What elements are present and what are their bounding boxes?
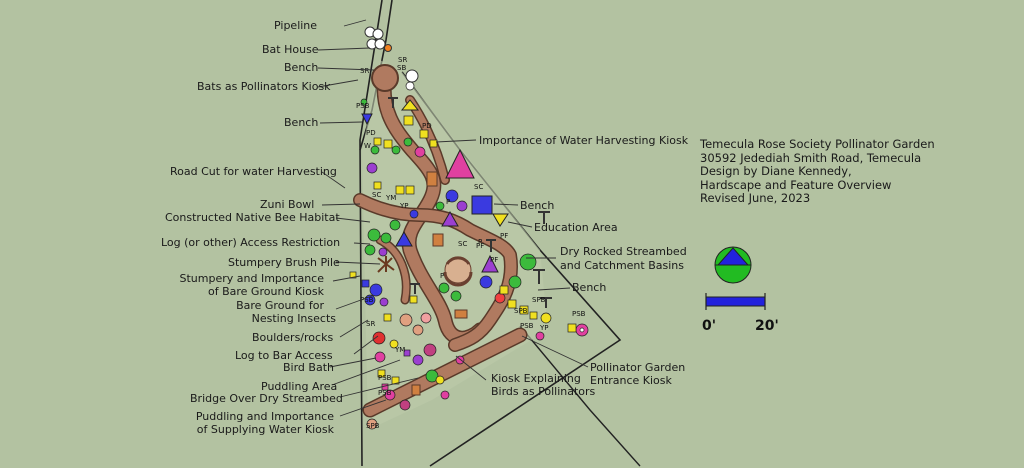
svg-text:YP: YP [399, 202, 409, 210]
svg-text:SR: SR [366, 320, 375, 328]
label-bridge: Bridge Over Dry Streambed [190, 392, 343, 405]
svg-text:PSB: PSB [360, 296, 374, 304]
label-zuni-bowl: Zuni Bowl [260, 198, 315, 211]
label-puddling-area: Puddling Area [261, 380, 338, 393]
education-area [471, 195, 509, 227]
label-pipeline: Pipeline [274, 19, 318, 32]
label-bat-house: Bat House [262, 43, 319, 56]
label-stumpery-kiosk-2: of Bare Ground Kiosk [208, 285, 324, 298]
stumpery-icon [377, 256, 395, 273]
label-native-bee: Constructed Native Bee Habitat [165, 211, 340, 224]
svg-text:PF: PF [476, 242, 484, 250]
svg-text:PSB: PSB [378, 374, 392, 382]
title-line-1: Temecula Rose Society Pollinator Garden [700, 137, 935, 151]
label-puddling-kiosk-1: Puddling and Importance [195, 410, 334, 423]
title-line-5: Revised June, 2023 [700, 191, 811, 206]
label-boulders: Boulders/rocks [252, 331, 334, 344]
svg-text:SC: SC [372, 191, 381, 199]
title-block: Temecula Rose Society Pollinator Garden … [700, 137, 935, 206]
label-bench-right: Bench [520, 199, 555, 212]
label-bats-kiosk: Bats as Pollinators Kiosk [197, 80, 331, 93]
label-puddling-kiosk-2: of Supplying Water Kiosk [196, 423, 334, 436]
label-bare-ground-2: Nesting Insects [251, 312, 336, 325]
scale-bar [705, 293, 766, 310]
svg-text:PSB: PSB [520, 322, 534, 330]
scale-end-label: 20' [755, 318, 779, 334]
svg-text:W: W [364, 142, 371, 150]
svg-text:SR: SR [360, 67, 369, 75]
plant-squares [349, 115, 577, 391]
label-stumpery-brush: Stumpery Brush Pile [228, 256, 340, 269]
title-line-4: Hardscape and Feature Overview [700, 177, 892, 192]
svg-text:P: P [440, 272, 444, 280]
label-water-kiosk: Importance of Water Harvesting Kiosk [479, 134, 689, 147]
svg-text:PF: PF [500, 232, 508, 240]
label-log-bar: Log to Bar Access [235, 349, 333, 362]
svg-text:SR: SR [398, 56, 407, 64]
amphitheater [443, 256, 473, 287]
scale-start-label: 0' [702, 318, 717, 334]
label-bench-top: Bench [284, 61, 319, 74]
svg-text:PSB: PSB [356, 102, 370, 110]
pipeline-icon [364, 26, 419, 83]
label-bird-bath: Bird Bath [283, 361, 334, 374]
label-birds-kiosk-1: Kiosk Explaining [491, 372, 581, 385]
label-education: Education Area [534, 221, 618, 234]
svg-text:PSB: PSB [572, 310, 586, 318]
svg-text:PD: PD [422, 122, 432, 130]
svg-text:SPB: SPB [532, 296, 546, 304]
svg-text:SB: SB [397, 64, 406, 72]
plant-codes: SR SB SR PSB PD W PD SC SC SC PF PF PF Y… [356, 56, 586, 430]
svg-text:PF: PF [490, 256, 498, 264]
svg-text:PD: PD [366, 129, 376, 137]
svg-text:P: P [478, 238, 482, 246]
svg-text:YM: YM [385, 194, 396, 202]
svg-text:P: P [446, 198, 450, 206]
label-birds-kiosk-2: Birds as Pollinators [491, 385, 596, 398]
svg-text:SC: SC [458, 240, 467, 248]
title-line-3: Design by Diane Kennedy, [700, 164, 852, 179]
svg-text:SC: SC [474, 183, 483, 191]
bench-plaza [371, 64, 399, 92]
benches-t-icons [388, 97, 552, 308]
svg-text:YM: YM [394, 346, 405, 354]
label-bare-ground-1: Bare Ground for [236, 299, 324, 312]
label-bench-lower: Bench [572, 281, 607, 294]
label-streambed-1: Dry Rocked Streambed [560, 245, 687, 258]
svg-text:YP: YP [539, 324, 549, 332]
label-road-cut: Road Cut for water Harvesting [170, 165, 337, 178]
title-line-2: 30592 Jedediah Smith Road, Temecula [700, 150, 922, 165]
label-log-restriction: Log (or other) Access Restriction [161, 236, 341, 249]
compass-icon [714, 246, 752, 284]
leader-lines [317, 19, 589, 417]
svg-text:SPB: SPB [514, 307, 528, 315]
svg-text:PSB: PSB [378, 389, 392, 397]
label-stumpery-kiosk-1: Stumpery and Importance [179, 272, 325, 285]
label-streambed-2: and Catchment Basins [560, 259, 684, 272]
label-bench-left: Bench [284, 116, 319, 129]
label-entrance-kiosk-1: Pollinator Garden [590, 361, 686, 374]
bridge-icon [411, 171, 468, 396]
label-entrance-kiosk-2: Entrance Kiosk [590, 374, 672, 387]
kiosk-icons [361, 99, 499, 273]
svg-text:SPB: SPB [366, 422, 380, 430]
